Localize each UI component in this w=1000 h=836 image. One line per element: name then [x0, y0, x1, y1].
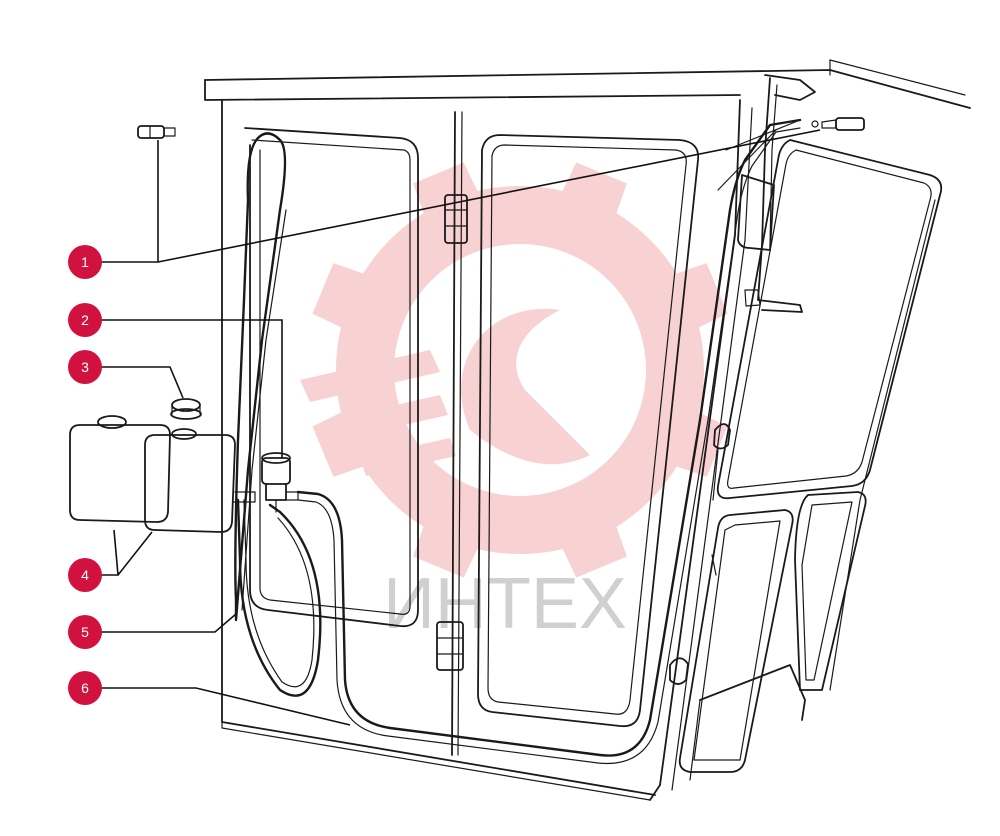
leader-6 — [95, 687, 351, 726]
gear-tooth — [668, 263, 728, 332]
gear-tooth — [558, 518, 627, 578]
cab-frame — [204, 59, 971, 801]
tank-cap — [170, 398, 202, 420]
leader-3 — [95, 366, 184, 399]
leader-1 — [95, 129, 821, 263]
svg-text:1: 1 — [81, 254, 89, 270]
watermark-gear-icon — [300, 162, 728, 578]
washer-pump — [261, 452, 299, 513]
leader-2 — [95, 319, 283, 458]
svg-text:6: 6 — [81, 680, 89, 696]
washer-nozzle-right — [811, 117, 865, 131]
callout-badge-2[interactable]: 2 — [68, 303, 102, 337]
washer-nozzle-left — [137, 125, 176, 139]
callout-badge-5[interactable]: 5 — [68, 615, 102, 649]
gear-tooth — [312, 408, 372, 477]
leader-4 — [95, 529, 153, 576]
gear-tooth — [413, 518, 482, 578]
callout-badge-3[interactable]: 3 — [68, 350, 102, 384]
callout-badge-4[interactable]: 4 — [68, 558, 102, 592]
gear-tooth — [312, 263, 372, 332]
washer-reservoirs — [69, 415, 256, 533]
svg-text:5: 5 — [81, 624, 89, 640]
svg-text:2: 2 — [81, 312, 89, 328]
hose-loop — [234, 132, 322, 697]
leader-5 — [95, 613, 237, 633]
watermark-logo: ИНТЕХ — [300, 162, 728, 644]
svg-text:3: 3 — [81, 359, 89, 375]
callout-badge-6[interactable]: 6 — [68, 671, 102, 705]
callout-leaders — [95, 129, 821, 726]
watermark-text: ИНТЕХ — [383, 564, 627, 644]
gear-tooth — [558, 162, 627, 222]
svg-text:4: 4 — [81, 567, 89, 583]
gear-tooth — [668, 408, 728, 477]
callout-badge-1[interactable]: 1 — [68, 245, 102, 279]
